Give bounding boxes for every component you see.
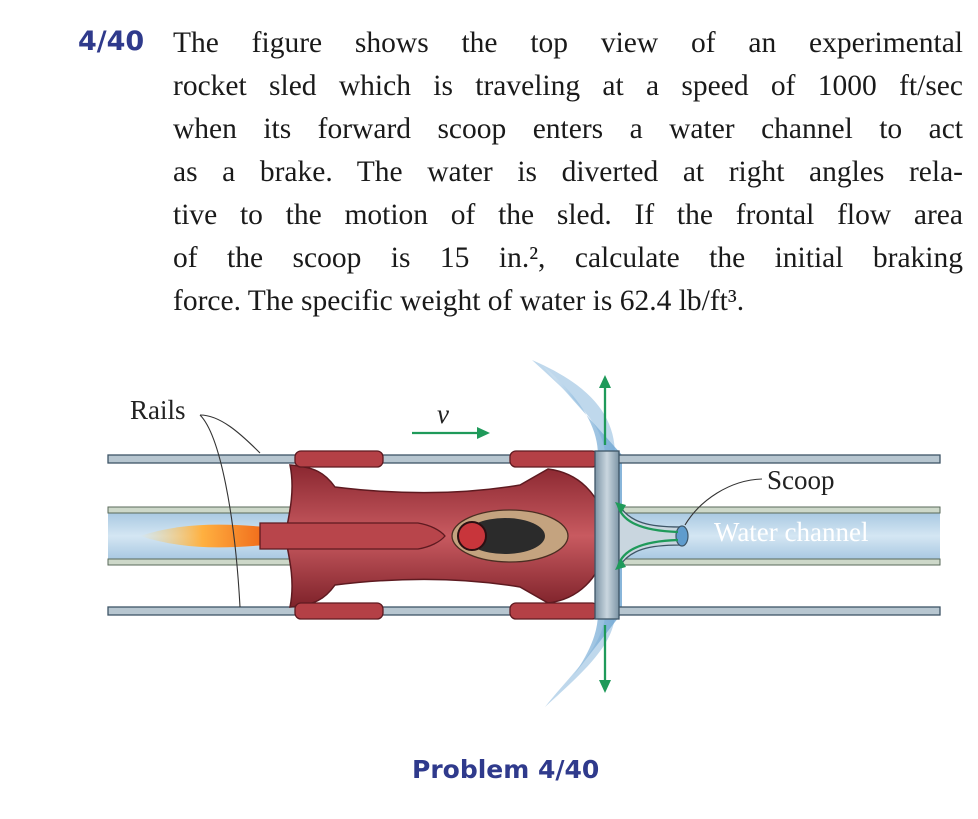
statement-line: rocket sled which is traveling at a spee… bbox=[173, 70, 963, 102]
arrow-heads bbox=[477, 375, 626, 693]
scoop-beam bbox=[594, 450, 620, 620]
statement-line: force. The specific weight of water is 6… bbox=[173, 285, 745, 317]
rails-label: Rails bbox=[130, 395, 186, 425]
arrow-head-flow-down bbox=[615, 558, 626, 570]
cockpit-interior bbox=[465, 518, 545, 554]
skid-rear-top bbox=[294, 450, 384, 468]
figure-caption: Problem 4/40 bbox=[412, 755, 600, 784]
skid-front-bottom bbox=[509, 602, 599, 620]
scoop-mouth bbox=[675, 525, 689, 547]
rails-leader-1 bbox=[199, 414, 261, 454]
skid-front-top bbox=[509, 450, 599, 468]
statement-line: as a brake. The water is diverted at rig… bbox=[173, 156, 963, 188]
arrow-head-velocity bbox=[477, 427, 490, 439]
leader-lines bbox=[199, 414, 763, 608]
rocket-sled-figure: Rails v Scoop Water channel bbox=[100, 355, 950, 725]
water-channel-label: Water channel bbox=[714, 517, 869, 547]
problem-number: 4/40 bbox=[78, 26, 145, 57]
rails-leader-2 bbox=[199, 414, 241, 608]
rocket-flame bbox=[140, 524, 265, 548]
arrow-head-spray-up bbox=[599, 375, 611, 388]
arrow-head-flow-up bbox=[615, 502, 626, 514]
pilot-helmet bbox=[457, 521, 487, 551]
statement-line: of the scoop is 15 in.², calculate the i… bbox=[173, 242, 963, 274]
statement-line: when its forward scoop enters a water ch… bbox=[173, 113, 963, 145]
skid-rear-bottom bbox=[294, 602, 384, 620]
statement-line: tive to the motion of the sled. If the f… bbox=[173, 199, 963, 231]
sled-illustration bbox=[107, 360, 941, 707]
statement-line: The figure shows the top view of an expe… bbox=[173, 27, 963, 59]
rocket-motor bbox=[259, 522, 446, 550]
arrow-head-spray-down bbox=[599, 680, 611, 693]
problem-statement: The figure shows the top view of an expe… bbox=[173, 22, 963, 323]
velocity-label: v bbox=[437, 399, 449, 429]
scoop-leader bbox=[684, 478, 763, 526]
scoop-label: Scoop bbox=[767, 465, 835, 495]
